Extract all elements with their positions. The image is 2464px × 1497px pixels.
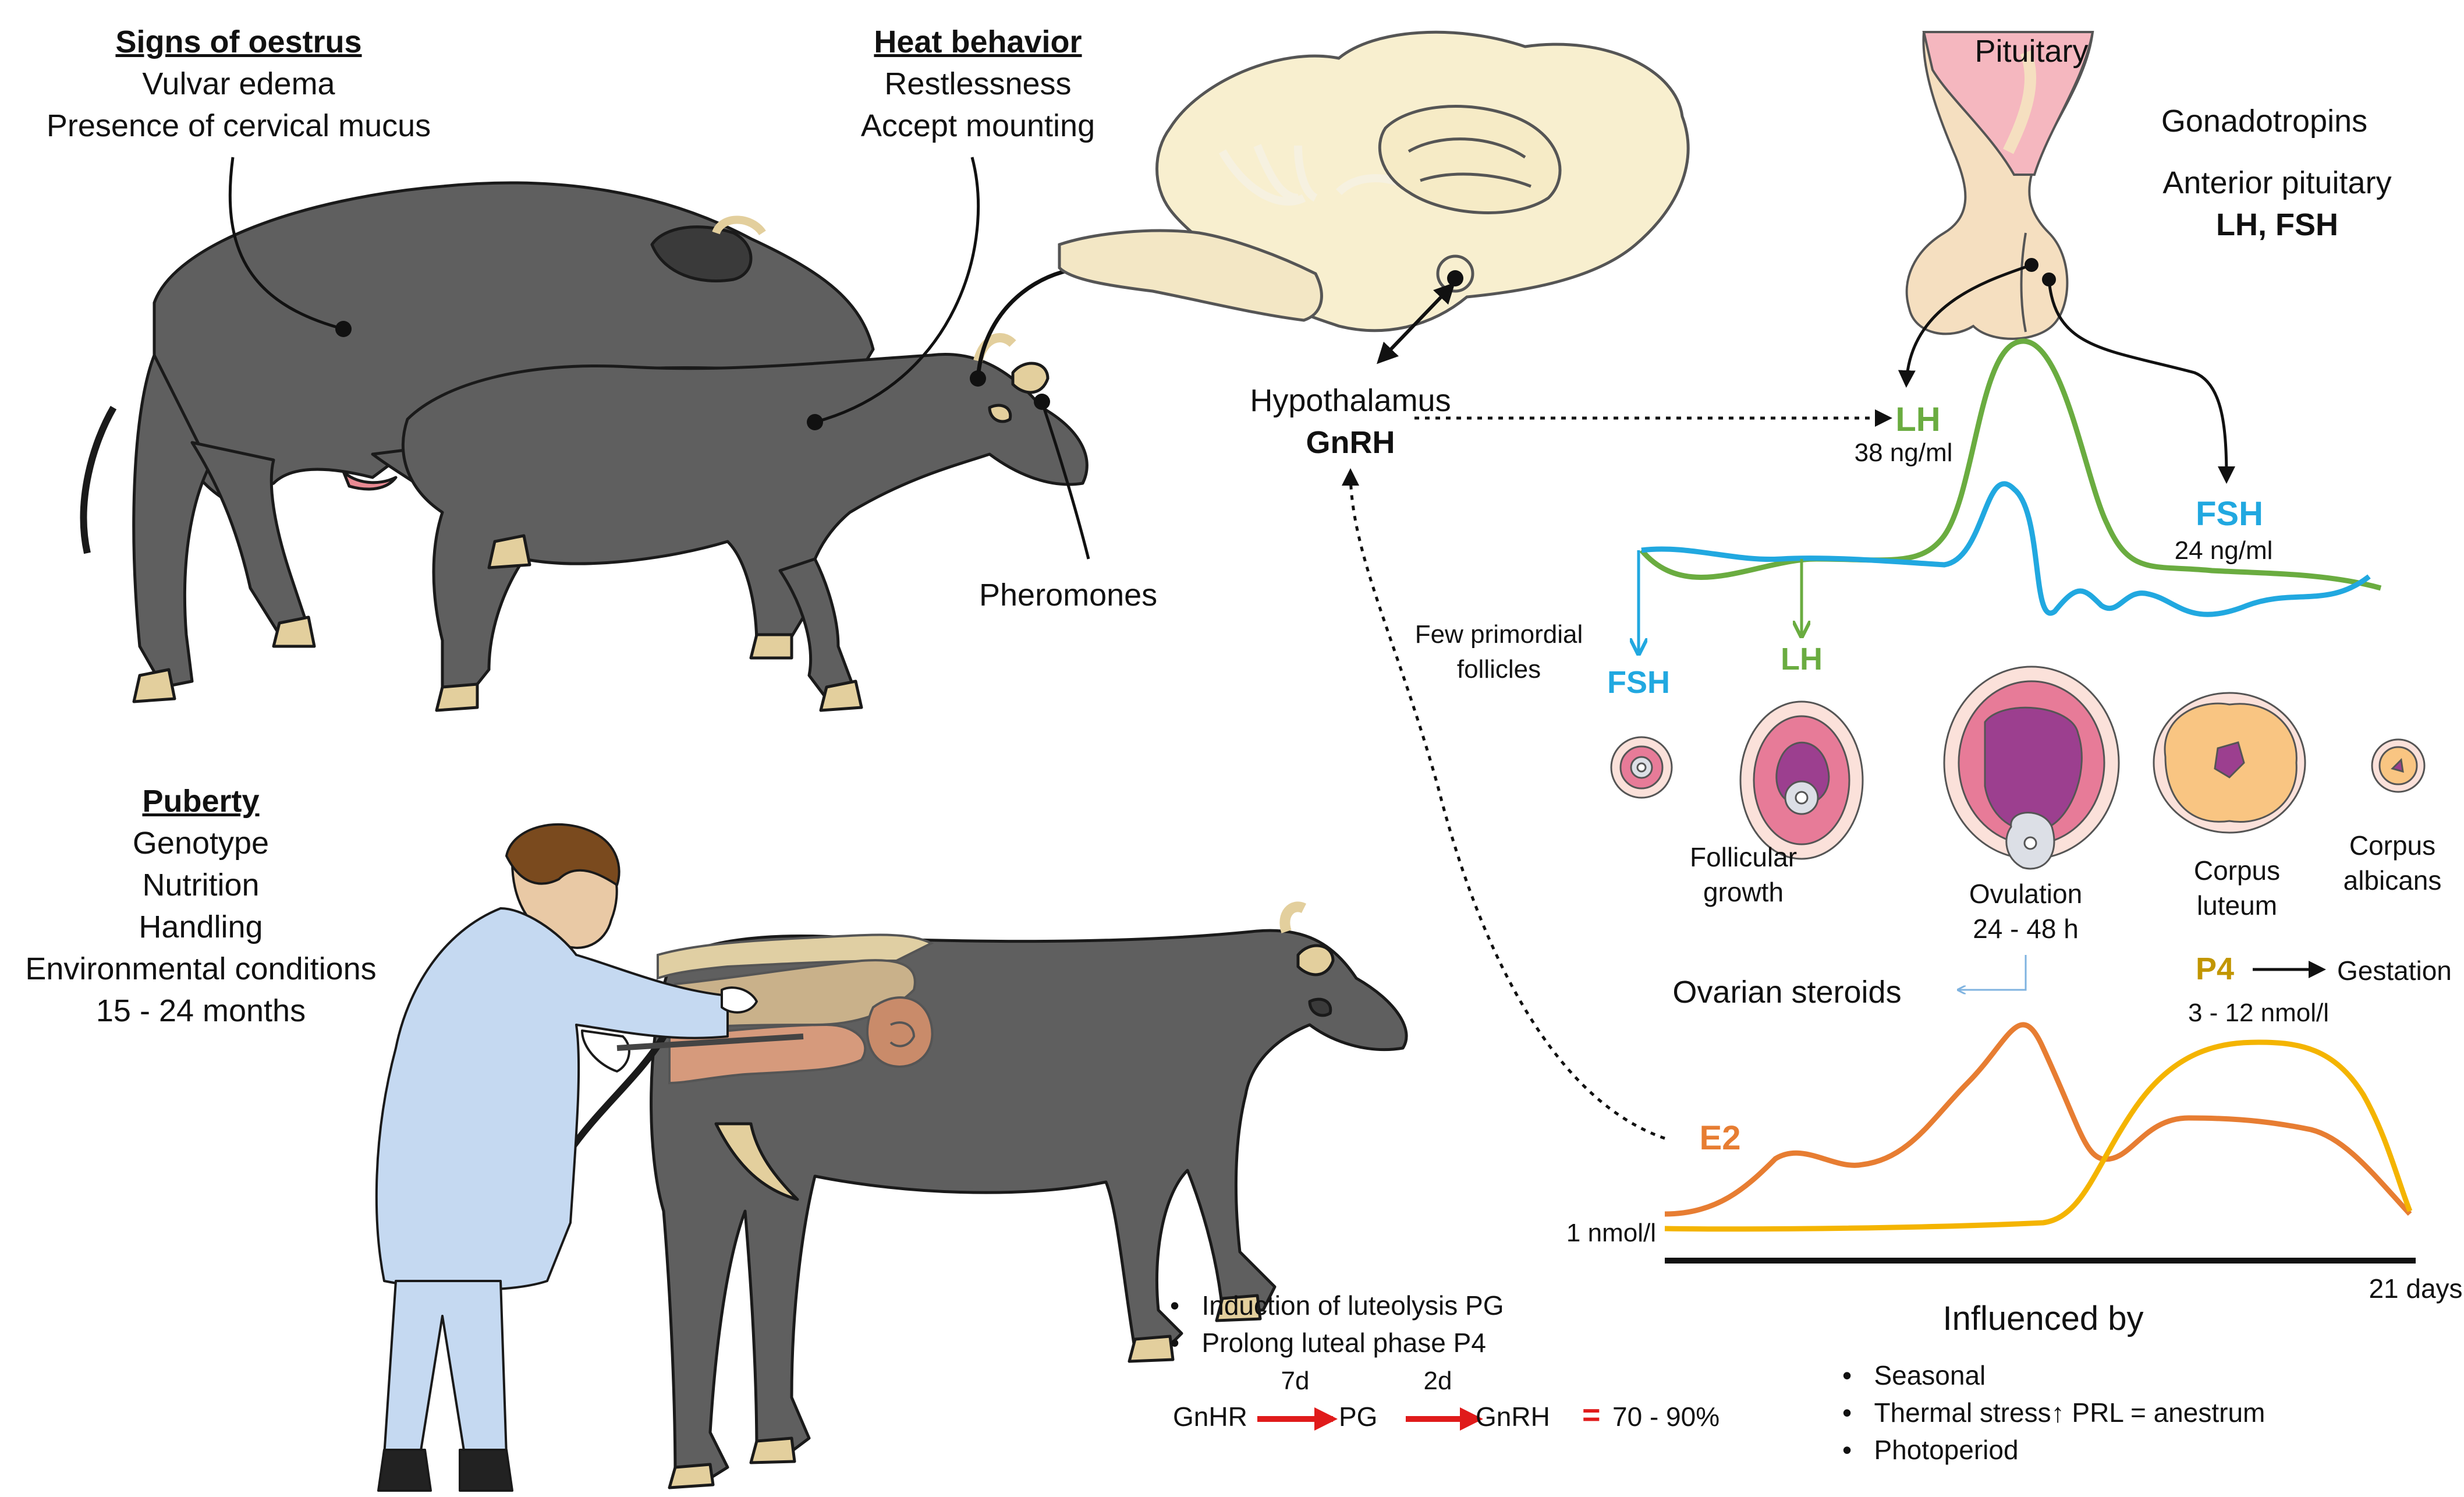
influenced-text: Photoperiod (1874, 1435, 2019, 1465)
lh-value: 38 ng/ml (1854, 438, 1953, 467)
influenced-list: • Seasonal • Thermal stress↑ PRL = anest… (1842, 1357, 2265, 1468)
primordial-follicle-icon (1610, 736, 1673, 799)
protocol-item: • Induction of luteolysis PG (1170, 1290, 1504, 1321)
pheromones-leader-dot (1034, 394, 1050, 410)
pheromones-label: Pheromones (979, 578, 1158, 613)
lh-label: LH (1895, 401, 1941, 438)
lh-fsh-label: LH, FSH (2216, 207, 2338, 242)
puberty-item: Environmental conditions (25, 951, 377, 986)
protocol-step-gnrh: GnRH (1476, 1402, 1550, 1432)
fsh-label: FSH (2196, 495, 2263, 533)
signs-title: Signs of oestrus (115, 24, 362, 59)
primordial-fsh-label: FSH (1607, 665, 1670, 700)
fsh-value: 24 ng/ml (2174, 536, 2273, 565)
puberty-item: Handling (139, 909, 263, 944)
stage-line: growth (1703, 877, 1784, 907)
stage-line: Corpus (2193, 855, 2281, 886)
anterior-pituitary-label: Anterior pituitary (2162, 165, 2392, 200)
buffalo-mounting-icon (80, 181, 1089, 712)
gnrh-label: GnRH (1306, 425, 1395, 460)
stage-line: luteum (2196, 890, 2278, 921)
influenced-title: Influenced by (1942, 1300, 2144, 1337)
protocol-result: 70 - 90% (1612, 1402, 1720, 1432)
buffalo-nose-dot (970, 370, 986, 387)
hypothalamus-arrow (1377, 282, 1455, 364)
e2-label: E2 (1699, 1119, 1741, 1157)
ovulating-follicle-icon (1943, 666, 2120, 870)
heat-item: Accept mounting (860, 108, 1095, 143)
heat-title: Heat behavior (874, 24, 1082, 59)
stage-line: Corpus (2349, 830, 2436, 861)
primordial-lh-label: LH (1781, 642, 1823, 677)
fsh-curve (1641, 481, 2371, 617)
corpus-albicans-icon (2371, 738, 2426, 793)
heat-item: Restlessness (884, 66, 1072, 101)
protocol-item: • Prolong luteal phase P4 (1170, 1328, 1486, 1358)
gestation-label: Gestation (2337, 955, 2452, 986)
e2-curve (1664, 1022, 2412, 1217)
baseline-label: 1 nmol/l (1566, 1219, 1656, 1247)
corpus-luteum-icon (2153, 692, 2306, 834)
p4-label: P4 (2195, 951, 2235, 986)
days-label: 21 days (2369, 1273, 2463, 1304)
follicular-growth-label: Follicular growth (1690, 840, 1797, 909)
corpus-luteum-label: Corpus luteum (2194, 853, 2280, 923)
pituitary-to-fsh-arrow (2047, 279, 2235, 484)
influenced-item: • Photoperiod (1842, 1435, 2019, 1465)
heat-block: Heat behavior Restlessness Accept mounti… (861, 21, 1095, 147)
ovarian-steroids-label: Ovarian steroids (1672, 975, 1902, 1010)
primordial-line: follicles (1456, 655, 1541, 684)
protocol-list: • Induction of luteolysis PG • Prolong l… (1170, 1287, 1504, 1361)
e2-feedback-arrow (1342, 468, 1665, 1140)
heat-leader-line (814, 157, 980, 424)
protocol-text: Prolong luteal phase P4 (1201, 1328, 1486, 1358)
corpus-albicans-label: Corpus albicans (2344, 828, 2442, 898)
growing-follicle-icon (1739, 700, 1864, 860)
hypothalamus-block: Hypothalamus GnRH (1250, 380, 1451, 463)
protocol-interval-7d: 7d (1281, 1367, 1310, 1395)
puberty-title: Puberty (142, 784, 260, 819)
protocol-step-gnhr: GnHR (1173, 1402, 1247, 1432)
veterinarian-icon (375, 823, 804, 1492)
puberty-block: Puberty Genotype Nutrition Handling Envi… (25, 780, 376, 1032)
influenced-item: • Thermal stress↑ PRL = anestrum (1842, 1397, 2266, 1428)
stage-line: Follicular (1689, 842, 1798, 872)
signs-item: Vulvar edema (142, 66, 335, 101)
pituitary-label: Pituitary (1974, 34, 2089, 69)
ovulation-label: Ovulation 24 - 48 h (1969, 876, 2082, 946)
signs-block: Signs of oestrus Vulvar edema Presence o… (47, 21, 431, 147)
ovulation-to-steroids-connector (1959, 955, 2027, 990)
p4-curve (1664, 1039, 2413, 1232)
p4-range-label: 3 - 12 nmol/l (2188, 999, 2330, 1027)
brain-sagittal-icon (1058, 30, 1690, 332)
primordial-line: Few primordial (1414, 620, 1583, 649)
primordial-label: Few primordial follicles (1415, 617, 1583, 687)
stage-line: 24 - 48 h (1973, 914, 2079, 944)
protocol-equals: = (1582, 1397, 1601, 1432)
pheromones-leader-line (1040, 401, 1090, 560)
stage-line: albicans (2343, 865, 2442, 896)
puberty-item: 15 - 24 months (95, 993, 306, 1028)
hypothalamus-dot (1447, 270, 1463, 286)
protocol-step-pg: PG (1339, 1402, 1378, 1432)
stage-line: Ovulation (1969, 879, 2083, 909)
puberty-item: Nutrition (142, 868, 260, 903)
pituitary-to-lh-arrow (1898, 263, 2032, 388)
signs-leader-dot (335, 321, 352, 337)
signs-item: Presence of cervical mucus (46, 108, 431, 143)
protocol-text: Induction of luteolysis PG (1201, 1290, 1504, 1321)
influenced-item: • Seasonal (1842, 1360, 1986, 1390)
influenced-text: Thermal stress↑ PRL = anestrum (1874, 1397, 2266, 1428)
influenced-text: Seasonal (1874, 1360, 1986, 1390)
heat-leader-dot (807, 414, 823, 430)
pituitary-gland-icon (1905, 31, 2094, 340)
buffalo-icon (532, 901, 1408, 1489)
hypothalamus-label: Hypothalamus (1250, 383, 1451, 418)
signs-leader-line (228, 157, 344, 331)
gonadotropins-label: Gonadotropins (2161, 104, 2368, 139)
puberty-item: Genotype (132, 826, 270, 861)
protocol-interval-2d: 2d (1423, 1367, 1452, 1395)
